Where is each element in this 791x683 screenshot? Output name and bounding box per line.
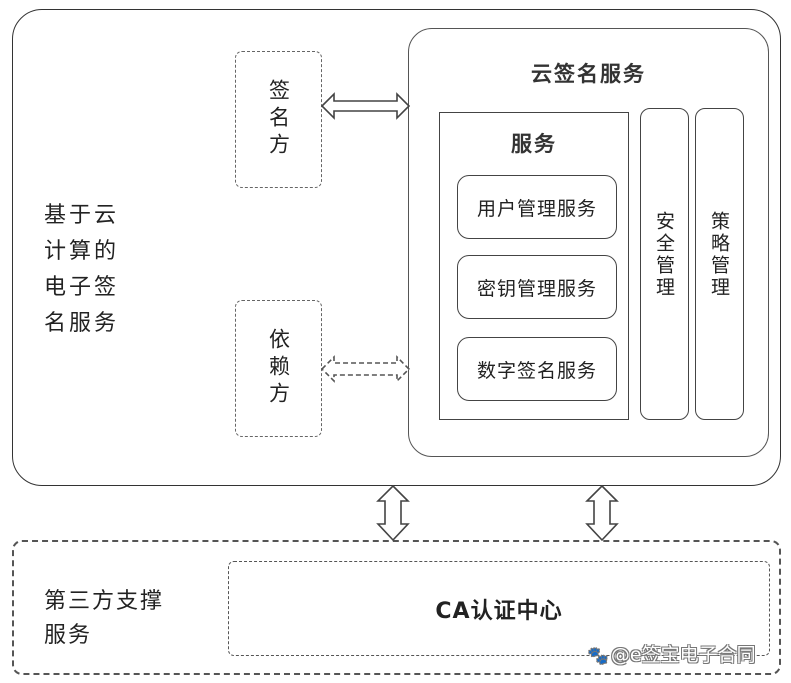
cloud-signature-service-box [408, 28, 769, 457]
paw-icon: 🐾 [588, 646, 608, 665]
policy-management-label: 策略管理 [708, 211, 730, 299]
signer-label: 签名方 [266, 79, 291, 160]
key-management-service-box: 密钥管理服务 [457, 255, 617, 319]
system-label-line: 计算的 [44, 239, 120, 264]
system-label-line: 基于云 [44, 203, 120, 228]
services-title: 服务 [511, 132, 557, 156]
ca-center-label: CA认证中心 [435, 598, 563, 624]
relying-party-label: 依赖方 [266, 328, 291, 409]
third-party-label-line: 服务 [44, 623, 93, 648]
cloud-signature-service-title: 云签名服务 [531, 62, 646, 86]
watermark-text: @e签宝电子合同 [610, 644, 756, 666]
services-box [439, 112, 629, 420]
policy-management-box: 策略管理 [695, 108, 744, 420]
system-third-party-arrow-left [376, 484, 410, 542]
system-label-line: 电子签 [44, 275, 120, 300]
ca-center-box: CA认证中心 [228, 561, 770, 656]
system-third-party-arrow-right [585, 484, 619, 542]
watermark: 🐾@e签宝电子合同 [588, 640, 756, 667]
relying-party-box: 依赖方 [235, 300, 322, 437]
digital-signature-service-label: 数字签名服务 [476, 359, 597, 382]
security-management-label: 安全管理 [653, 211, 675, 299]
user-management-service-box: 用户管理服务 [457, 175, 617, 239]
system-label-line: 名服务 [44, 311, 120, 336]
user-management-service-label: 用户管理服务 [476, 197, 597, 220]
third-party-support-label: 第三方支撑 服务 [44, 585, 194, 653]
system-label: 基于云 计算的 电子签 名服务 [44, 198, 134, 342]
key-management-service-label: 密钥管理服务 [476, 277, 597, 300]
signer-box: 签名方 [235, 51, 322, 188]
security-management-box: 安全管理 [640, 108, 689, 420]
third-party-label-line: 第三方支撑 [44, 589, 165, 614]
digital-signature-service-box: 数字签名服务 [457, 337, 617, 401]
